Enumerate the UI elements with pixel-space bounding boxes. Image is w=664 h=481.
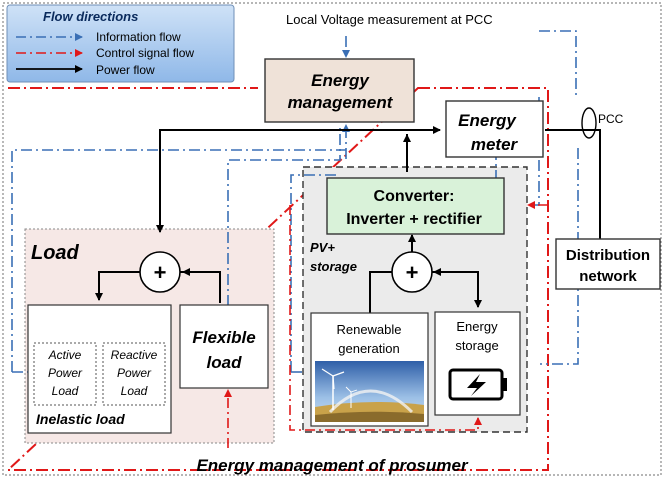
legend-control-label: Control signal flow (96, 46, 194, 60)
svg-text:Inverter + rectifier: Inverter + rectifier (346, 211, 482, 228)
pcc-label: PCC (598, 112, 624, 126)
battery-charging-icon (448, 368, 507, 401)
flexible-load-box: Flexible load (179, 304, 269, 389)
svg-text:Converter:: Converter: (374, 188, 455, 205)
svg-text:Renewable: Renewable (336, 322, 401, 337)
svg-text:Energy: Energy (311, 71, 370, 90)
legend-info-label: Information flow (96, 30, 181, 44)
energy-storage-box: Energy storage (434, 311, 521, 416)
pv-summing-junction: + (391, 251, 433, 293)
pv-storage-label-1: PV+ (310, 240, 335, 255)
distribution-network-box: Distribution network (555, 238, 661, 290)
outer-frame (2, 2, 662, 476)
svg-text:Power: Power (117, 366, 152, 380)
svg-text:Active: Active (48, 348, 82, 362)
voltage-measurement-label: Local Voltage measurement at PCC (286, 12, 493, 27)
pv-storage-label-2: storage (310, 259, 357, 274)
svg-text:management: management (288, 93, 394, 112)
pcc-sensor-icon (581, 107, 597, 139)
svg-text:Load: Load (52, 384, 79, 398)
load-summing-junction: + (139, 251, 181, 293)
svg-text:load: load (207, 353, 243, 372)
svg-text:Reactive: Reactive (111, 348, 158, 362)
svg-text:+: + (154, 260, 167, 285)
svg-text:meter: meter (471, 135, 519, 154)
svg-text:Flexible: Flexible (192, 328, 255, 347)
legend-power-label: Power flow (96, 63, 155, 77)
svg-text:generation: generation (338, 341, 399, 356)
legend-title: Flow directions (43, 9, 138, 24)
converter-box: Converter: Inverter + rectifier (326, 177, 505, 235)
active-power-load-box: Active Power Load (33, 342, 97, 406)
control-flow-lines (224, 201, 548, 448)
svg-text:Distribution: Distribution (566, 247, 650, 264)
load-title: Load (31, 242, 80, 264)
wind-farm-photo-icon (315, 361, 424, 422)
svg-text:network: network (579, 268, 637, 285)
energy-management-box: Energy management (264, 58, 415, 123)
svg-text:storage: storage (455, 338, 498, 353)
energy-meter-box: Energy meter (445, 100, 544, 158)
svg-text:Load: Load (121, 384, 148, 398)
inelastic-load-label: Inelastic load (36, 411, 125, 427)
svg-text:Energy: Energy (458, 111, 517, 130)
legend: Flow directions Information flow Control… (6, 4, 235, 83)
svg-text:Energy: Energy (456, 319, 498, 334)
renewable-generation-box: Renewable generation (310, 312, 429, 427)
svg-text:Power: Power (48, 366, 83, 380)
svg-text:+: + (406, 260, 419, 285)
prosumer-footer-label: Energy management of prosumer (196, 456, 469, 475)
reactive-power-load-box: Reactive Power Load (102, 342, 166, 406)
